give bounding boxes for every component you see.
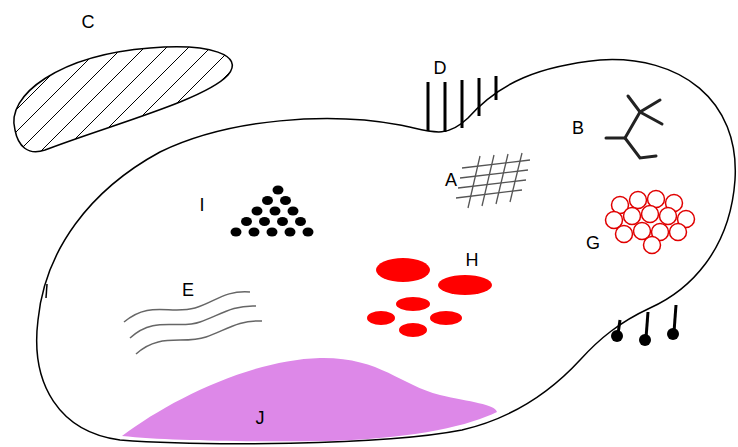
dot — [270, 207, 281, 216]
wavy-lines — [124, 292, 262, 354]
part-letter: H — [466, 251, 479, 269]
red-circle-cluster — [606, 191, 695, 254]
dot — [231, 228, 242, 237]
dot — [273, 186, 284, 195]
dot — [241, 217, 252, 226]
dot — [249, 228, 260, 237]
edge-tick — [46, 284, 47, 298]
dot — [295, 217, 306, 226]
hatch-line — [0, 20, 40, 170]
part-letter: J — [256, 409, 265, 427]
ring — [616, 226, 633, 243]
hatch-line — [0, 20, 150, 170]
ring — [642, 206, 659, 223]
part-letter: A — [445, 171, 457, 189]
dot — [262, 196, 273, 205]
ring — [644, 237, 661, 254]
part-letter: C — [82, 13, 95, 31]
dot — [277, 217, 288, 226]
part-letter: D — [434, 59, 447, 77]
part-letter: G — [586, 234, 600, 252]
dot — [280, 196, 291, 205]
ring — [670, 224, 687, 241]
pin-terminals — [611, 305, 679, 346]
dot — [288, 207, 299, 216]
red-ellipses — [367, 258, 492, 337]
dot — [252, 207, 263, 216]
hatch-line — [0, 20, 18, 170]
purple-hill — [122, 358, 497, 441]
ring — [630, 192, 647, 209]
dot — [267, 228, 278, 237]
dot — [285, 228, 296, 237]
part-letter: I — [199, 196, 204, 214]
hatch-line — [22, 20, 172, 170]
dot — [259, 217, 270, 226]
main-outline — [37, 60, 736, 444]
stick-figure — [606, 96, 662, 158]
part-letter: B — [572, 119, 584, 137]
ring — [660, 208, 677, 225]
part-letter: E — [182, 281, 194, 299]
dot — [303, 228, 314, 237]
hatch-line — [0, 20, 84, 170]
hatch-line — [0, 20, 128, 170]
dot-triangle — [231, 186, 314, 237]
grid-mark — [456, 153, 530, 208]
comb-lines — [428, 76, 496, 132]
ring — [624, 208, 641, 225]
